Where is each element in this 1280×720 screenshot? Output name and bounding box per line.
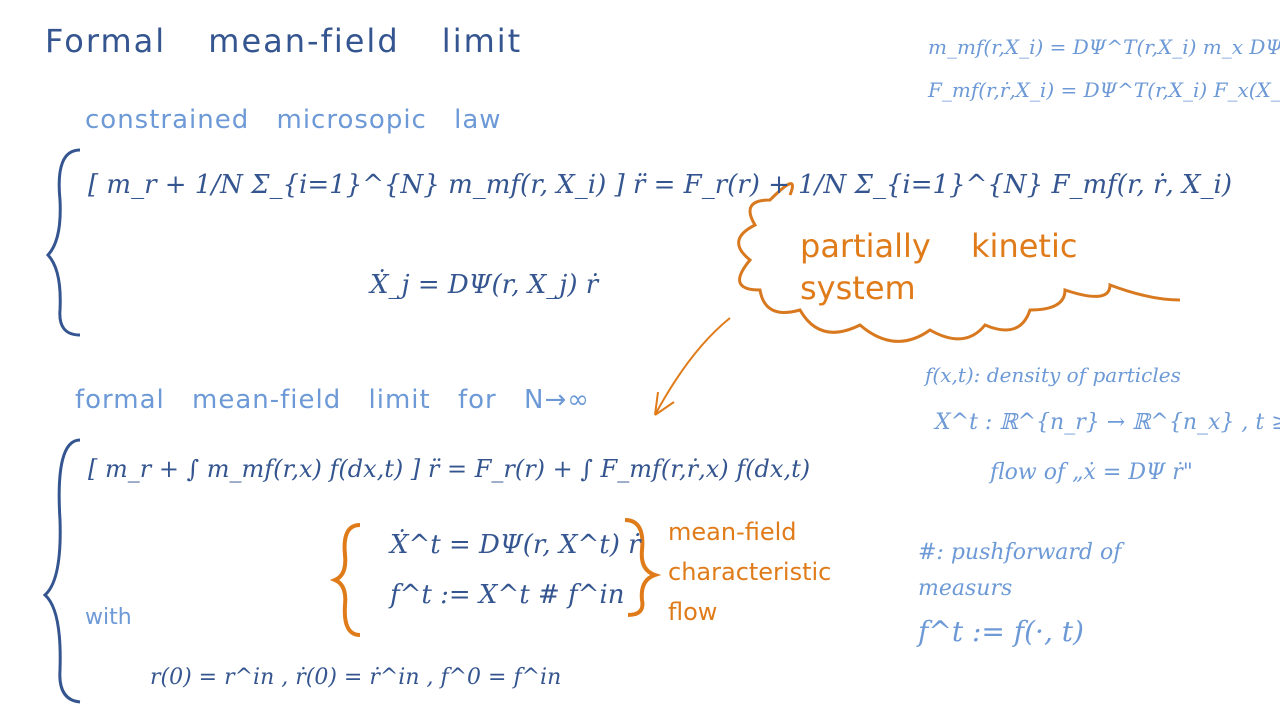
ft-definition: f^t := f(·, t) [918, 615, 1084, 648]
flow-left-brace [329, 523, 361, 637]
flow-equation-1: Ẋ^t = DΨ(r, X^t) ṙ [390, 530, 641, 560]
density-definition: f(x,t): density of particles [925, 363, 1181, 387]
thought-cloud [737, 182, 1181, 343]
pushforward-definition: #: pushforward of measurs [918, 540, 1122, 601]
flow-right-brace [624, 518, 662, 617]
microscopic-equation-2: Ẋ_j = DΨ(r, X_j) ṙ [370, 270, 599, 300]
flow-of-definition: flow of „ẋ = DΨ ṙ" [990, 460, 1193, 485]
microscopic-equation-1: [ m_r + 1/N Σ_{i=1}^{N} m_mf(r, X_i) ] r… [88, 170, 1232, 200]
page-title: Formal mean-field limit [45, 22, 523, 60]
mean-field-equation: [ m_r + ∫ m_mf(r,x) f(dx,t) ] r̈ = F_r(r… [88, 455, 811, 483]
left-brace-2 [42, 438, 81, 704]
flow-label: mean-field characteristic flow [668, 518, 832, 626]
cloud-label: partially kinetic system [800, 227, 1078, 307]
with-label: with [85, 605, 132, 630]
initial-conditions: r(0) = r^in , ṙ(0) = ṙ^in , f^0 = f^in [150, 665, 562, 690]
section1-heading: constrained microsopic law [85, 105, 502, 135]
f-mf-definition: F_mf(r,ṙ,X_i) = DΨ^T(r,X_i) F_x(X_i) + … [928, 78, 1280, 102]
chi-definition: X^t : ℝ^{n_r} → ℝ^{n_x} , t ≥ 0 [935, 410, 1280, 435]
m-mf-definition: m_mf(r,X_i) = DΨ^T(r,X_i) m_x DΨ(r,X_i) [928, 35, 1280, 59]
section2-heading: formal mean-field limit for N→∞ [75, 385, 590, 415]
arrow-to-limit [654, 317, 731, 416]
left-brace-1 [45, 148, 81, 337]
flow-equation-2: f^t := X^t # f^in [390, 580, 625, 610]
